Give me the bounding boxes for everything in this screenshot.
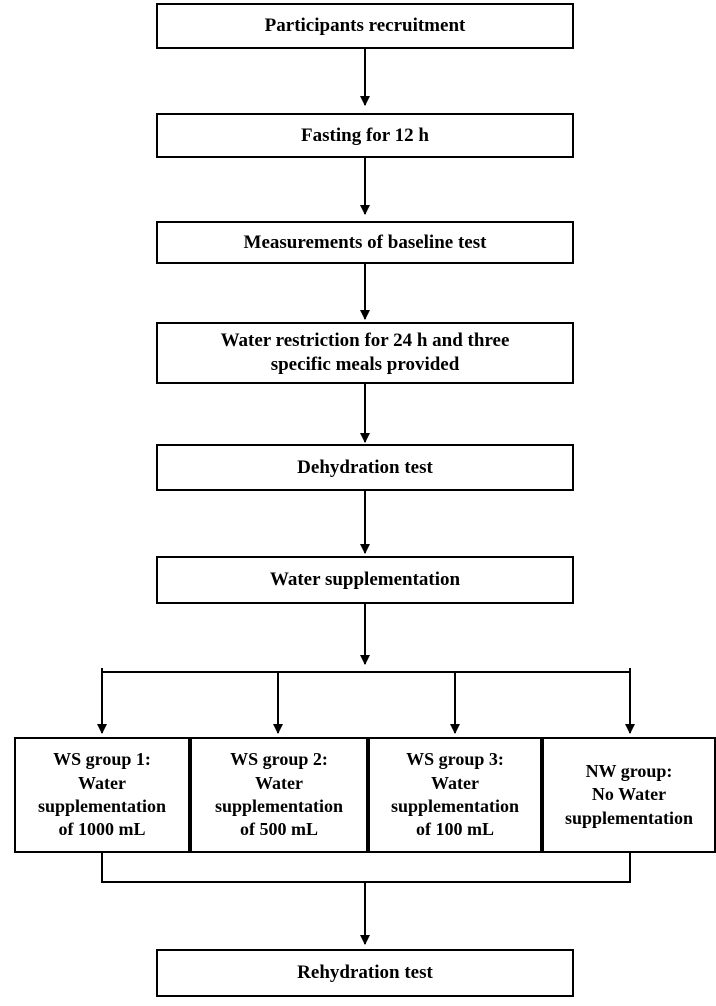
step-rehydration-test: Rehydration test xyxy=(156,949,574,997)
step-water-supplementation: Water supplementation xyxy=(156,556,574,604)
step-baseline-test: Measurements of baseline test xyxy=(156,221,574,264)
group-ws-3: WS group 3: Water supplementation of 100… xyxy=(368,737,542,853)
group-ws-1: WS group 1: Water supplementation of 100… xyxy=(14,737,190,853)
group-nw: NW group: No Water supplementation xyxy=(542,737,716,853)
step-participants-recruitment: Participants recruitment xyxy=(156,3,574,49)
group-ws-2: WS group 2: Water supplementation of 500… xyxy=(190,737,368,853)
step-dehydration-test: Dehydration test xyxy=(156,444,574,491)
step-fasting: Fasting for 12 h xyxy=(156,113,574,158)
step-water-restriction: Water restriction for 24 h and three spe… xyxy=(156,322,574,384)
